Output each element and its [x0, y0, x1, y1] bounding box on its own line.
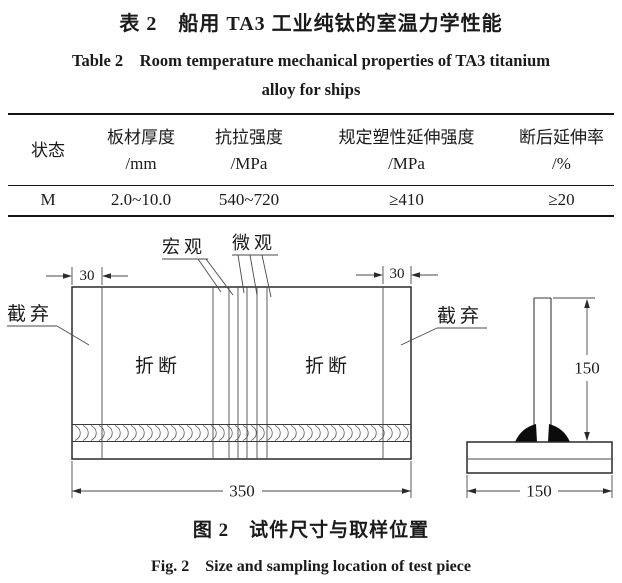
macro-label-group: 宏观: [162, 237, 234, 296]
cutoff-right-group: 截弃: [400, 305, 487, 346]
dim-30-right: 30: [356, 266, 438, 284]
table-header-row: 状态 板材厚度/mm 抗拉强度/MPa 规定塑性延伸强度/MPa 断后延伸率/%: [8, 114, 614, 186]
col-header-thickness: 板材厚度/mm: [88, 114, 194, 186]
base-plate: [466, 441, 613, 474]
break-right-label: 折断: [305, 355, 351, 377]
cutoff-left-group: 截弃: [7, 303, 90, 346]
break-left-label: 折断: [135, 355, 181, 377]
col-header-tensile: 抗拉强度/MPa: [194, 114, 304, 186]
figure-caption-zh: 图 2 试件尺寸与取样位置: [192, 520, 430, 541]
dim-350: 350: [71, 461, 412, 501]
properties-table: 状态 板材厚度/mm 抗拉强度/MPa 规定塑性延伸强度/MPa 断后延伸率/%…: [8, 113, 614, 217]
dim-30-right-value: 30: [390, 266, 405, 282]
dim-30-left: 30: [46, 267, 128, 285]
dim-350-value: 350: [229, 482, 255, 501]
micro-label-group: 微观: [232, 233, 278, 298]
table-title-zh: 表 2 船用 TA3 工业纯钛的室温力学性能: [119, 13, 503, 35]
cell-state: M: [40, 190, 56, 210]
table-title-en-line1: Table 2 Room temperature mechanical prop…: [71, 51, 550, 70]
cell-proof-strength: ≥410: [389, 190, 424, 210]
cell-thickness: 2.0~10.0: [110, 190, 172, 210]
weld-scallops: [74, 425, 409, 441]
stiffener-plate: [533, 297, 552, 441]
figure-caption-en: Fig. 2 Size and sampling location of tes…: [151, 558, 471, 575]
table-data-row: M 2.0~10.0 540~720 ≥410 ≥20: [8, 185, 614, 216]
dim-150-height: 150: [553, 297, 600, 441]
sampling-strip-lines: [101, 287, 384, 459]
cutoff-right-label: 截弃: [437, 305, 483, 327]
micro-label: 微观: [232, 233, 276, 253]
cutoff-left-label: 截弃: [7, 303, 53, 325]
plate-outline: [71, 286, 412, 460]
table-title-en-line2: alloy for ships: [261, 80, 361, 99]
dim-30-left-value: 30: [80, 268, 95, 284]
col-header-proof-strength: 规定塑性延伸强度/MPa: [304, 114, 509, 186]
fillet-welds: [515, 424, 570, 442]
cell-elongation: ≥20: [548, 190, 575, 210]
macro-label: 宏观: [162, 237, 206, 257]
dim-150-height-value: 150: [574, 359, 600, 378]
dim-150-base: 150: [466, 475, 613, 501]
cell-tensile: 540~720: [218, 190, 280, 210]
dim-150-base-value: 150: [526, 482, 552, 501]
test-piece-drawing: 宏观 微观 截弃 截弃: [7, 233, 613, 501]
col-header-elongation: 断后延伸率/%: [509, 114, 614, 186]
figure-diagram: 宏观 微观 截弃 截弃: [0, 221, 622, 511]
col-header-state: 状态: [8, 114, 88, 186]
weld-seam-band: [72, 423, 411, 443]
